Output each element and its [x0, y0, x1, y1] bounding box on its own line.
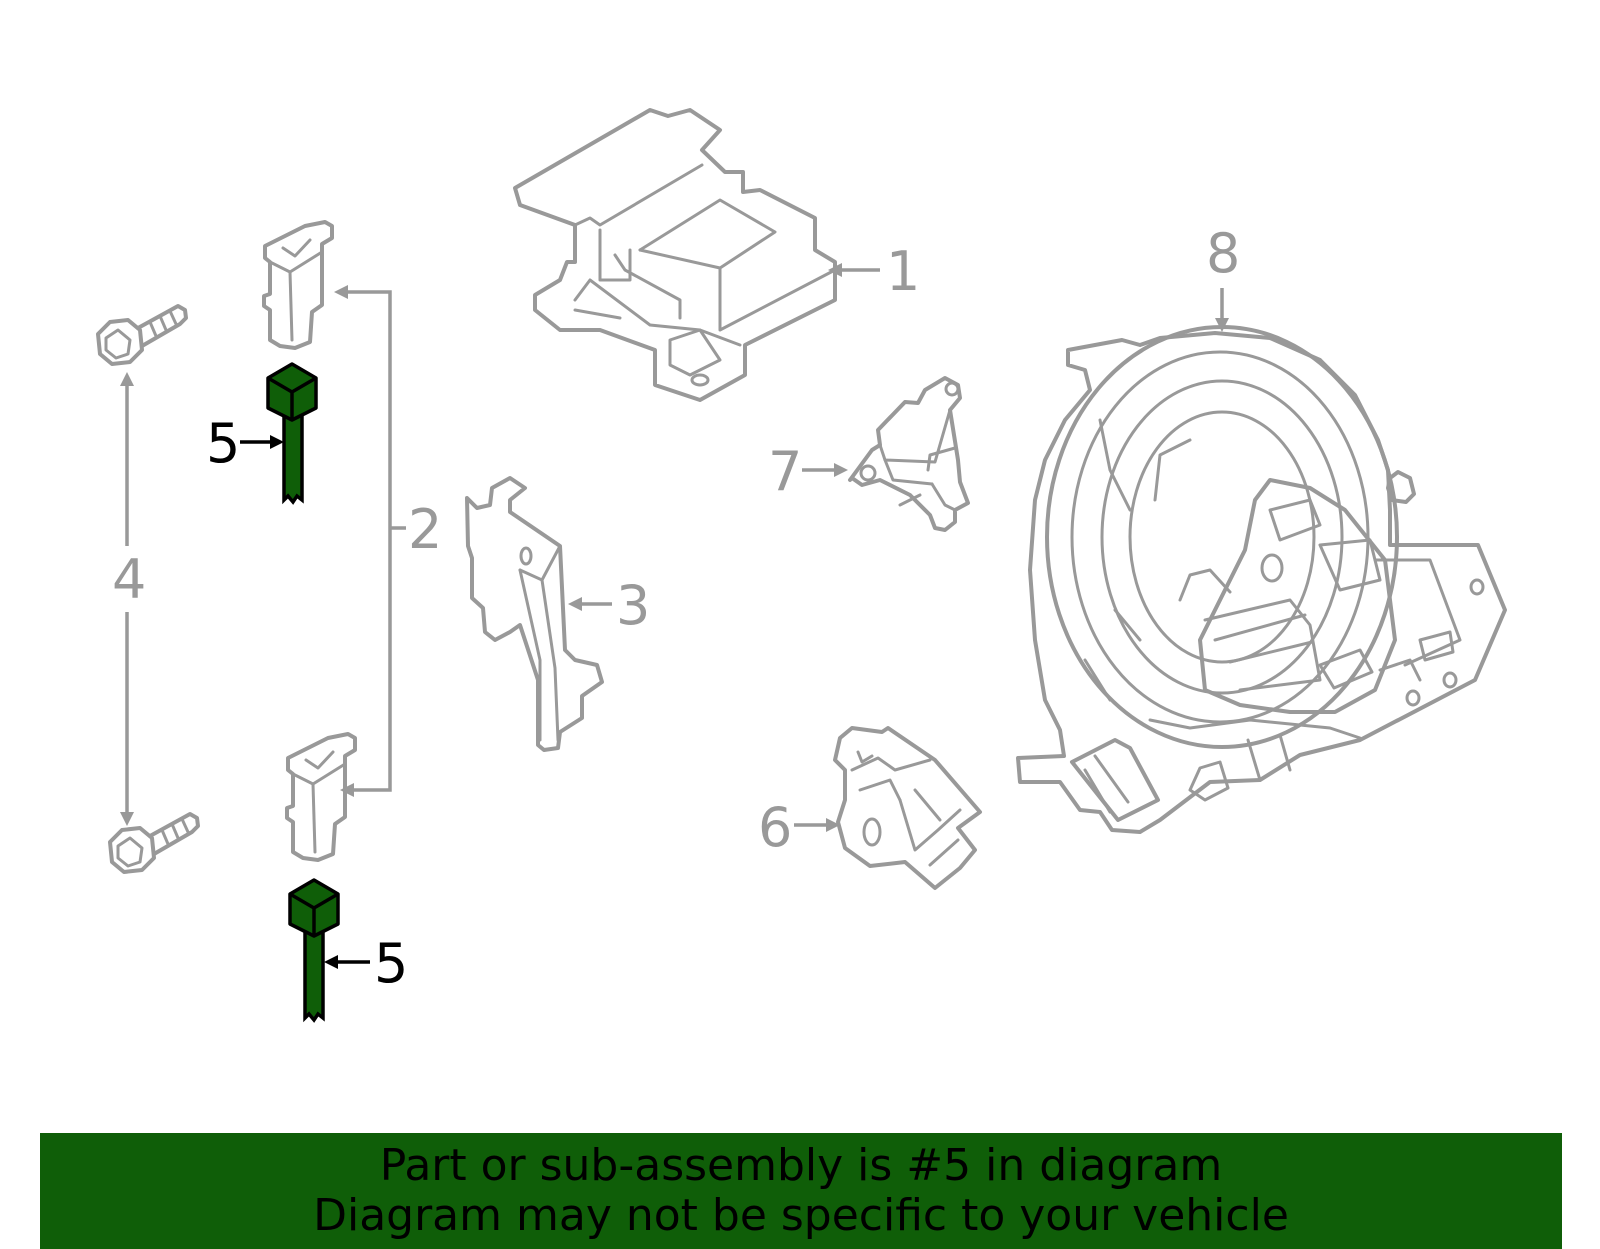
part-6-sensor[interactable] [833, 726, 982, 890]
info-banner: Part or sub-assembly is #5 in diagram Di… [40, 1133, 1562, 1249]
leader-1 [828, 263, 880, 277]
leader-5-upper [240, 435, 284, 449]
callout-5-lower[interactable]: 5 [374, 932, 408, 995]
part-8-clockspring[interactable] [1016, 325, 1507, 834]
part-7-sensor[interactable] [848, 376, 970, 532]
leader-5-lower [324, 955, 370, 969]
callout-3[interactable]: 3 [616, 574, 650, 637]
callout-6[interactable]: 6 [758, 796, 792, 859]
leader-8 [1215, 288, 1229, 332]
callout-5-upper[interactable]: 5 [206, 412, 240, 475]
leader-7 [802, 463, 848, 477]
banner-line-2: Diagram may not be specific to your vehi… [313, 1190, 1289, 1241]
pin-shaft [303, 926, 325, 1023]
part-2-upper-connector[interactable] [262, 220, 334, 350]
banner-line-1: Part or sub-assembly is #5 in diagram [379, 1140, 1223, 1191]
callout-4[interactable]: 4 [112, 548, 146, 611]
part-3-bracket[interactable] [465, 476, 604, 752]
part-1-control-module[interactable] [513, 108, 837, 402]
parts-diagram: 1 2 3 4 5 5 6 7 8 [96, 108, 1507, 1023]
callout-8[interactable]: 8 [1206, 222, 1240, 285]
callout-2[interactable]: 2 [408, 498, 442, 561]
part-2-lower-connector[interactable] [285, 732, 357, 862]
part-4-upper-bolt[interactable] [96, 304, 188, 366]
part-5-lower-pin[interactable] [288, 878, 340, 1023]
callout-7[interactable]: 7 [768, 440, 802, 503]
leader-3 [568, 597, 612, 611]
callout-1[interactable]: 1 [886, 240, 920, 303]
part-5-upper-pin[interactable] [266, 362, 318, 505]
pin-shaft [282, 408, 304, 505]
leader-4 [120, 372, 134, 826]
leader-6 [794, 818, 840, 832]
leader-2 [334, 285, 406, 797]
part-4-lower-bolt[interactable] [108, 812, 200, 874]
